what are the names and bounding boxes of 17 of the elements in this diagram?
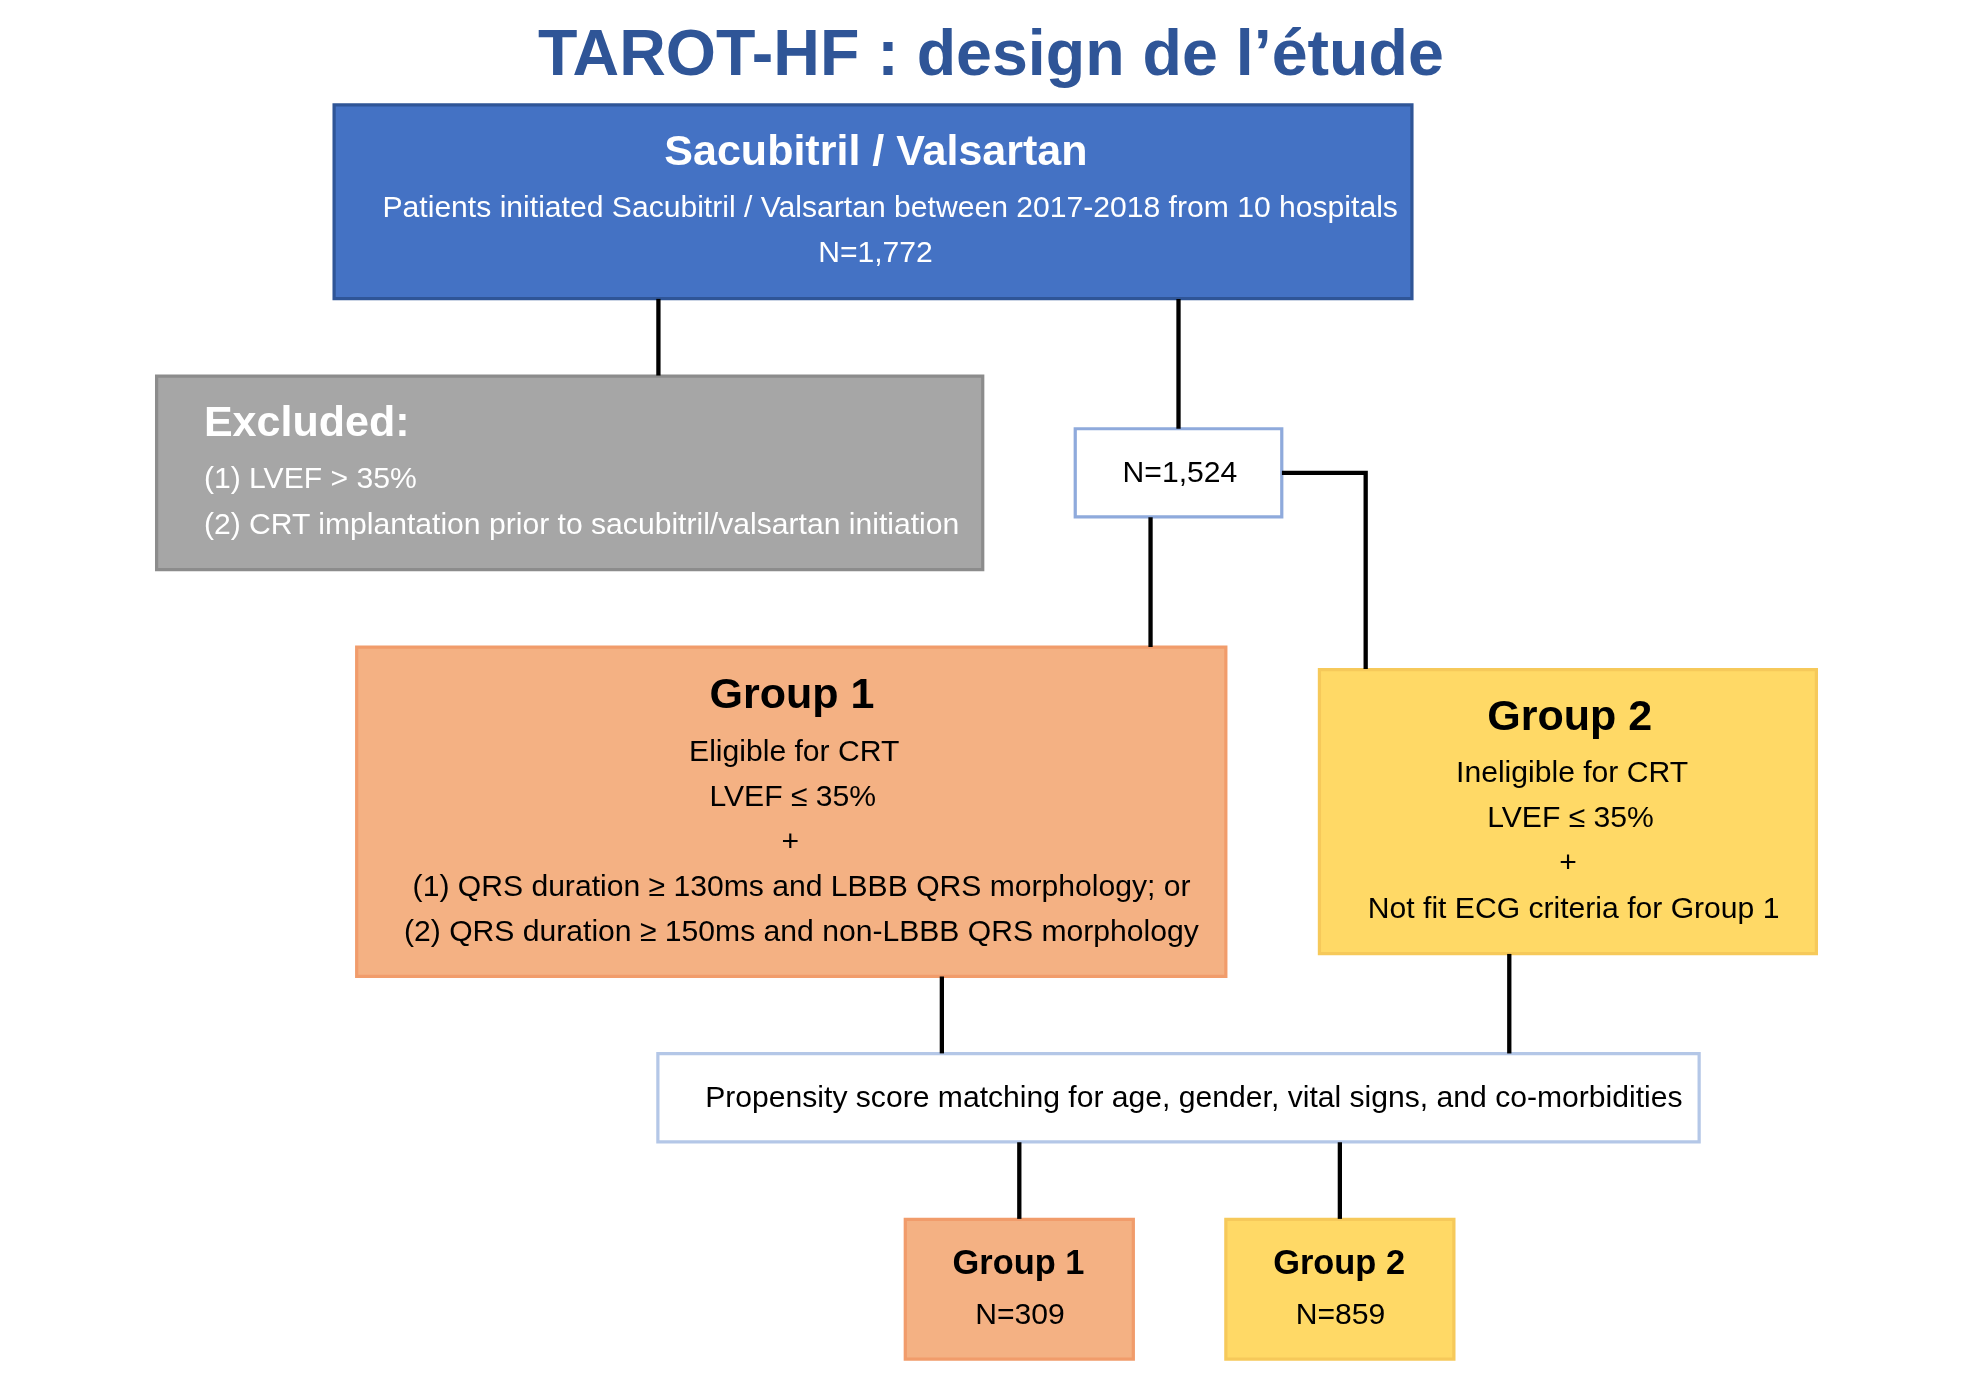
- connector: [1147, 517, 1153, 647]
- node-box: Excluded: (1) LVEF > 35% (2) CRT implantation prior to sacubitril/valsartan initiation: [154, 374, 984, 572]
- node-box: Sacubitril / Valsartan Patients initiated Sacubitril / Valsartan between 2017-2018 from 10 hospitals N=1,772: [331, 103, 1414, 301]
- node-box: Group 1 Eligible for CRT LVEF ≤ 35% + (1) QRS duration ≥ 130ms and LBBB QRS morphology; or (2) QRS duration ≥ 150ms and non-LBBB QRS morphology: [354, 645, 1227, 978]
- node-box: N=1,524: [1073, 427, 1283, 519]
- node-box: Propensity score matching for age, gender, vital signs, and co-morbidities: [655, 1052, 1701, 1144]
- connector: [939, 976, 944, 1054]
- connector: [1337, 1142, 1342, 1219]
- diagram-title: TAROT-HF : design de l’étude: [537, 16, 1444, 89]
- connector: [655, 298, 661, 376]
- connector: [1281, 470, 1368, 669]
- node-box: Group 1 N=309: [903, 1217, 1135, 1361]
- node-box: Group 2 N=859: [1223, 1217, 1455, 1361]
- connector: [1016, 1142, 1021, 1219]
- node-box: Group 2 Ineligible for CRT LVEF ≤ 35% + Not fit ECG criteria for Group 1: [1317, 668, 1818, 956]
- connector: [1506, 953, 1511, 1054]
- connector: [1175, 298, 1181, 429]
